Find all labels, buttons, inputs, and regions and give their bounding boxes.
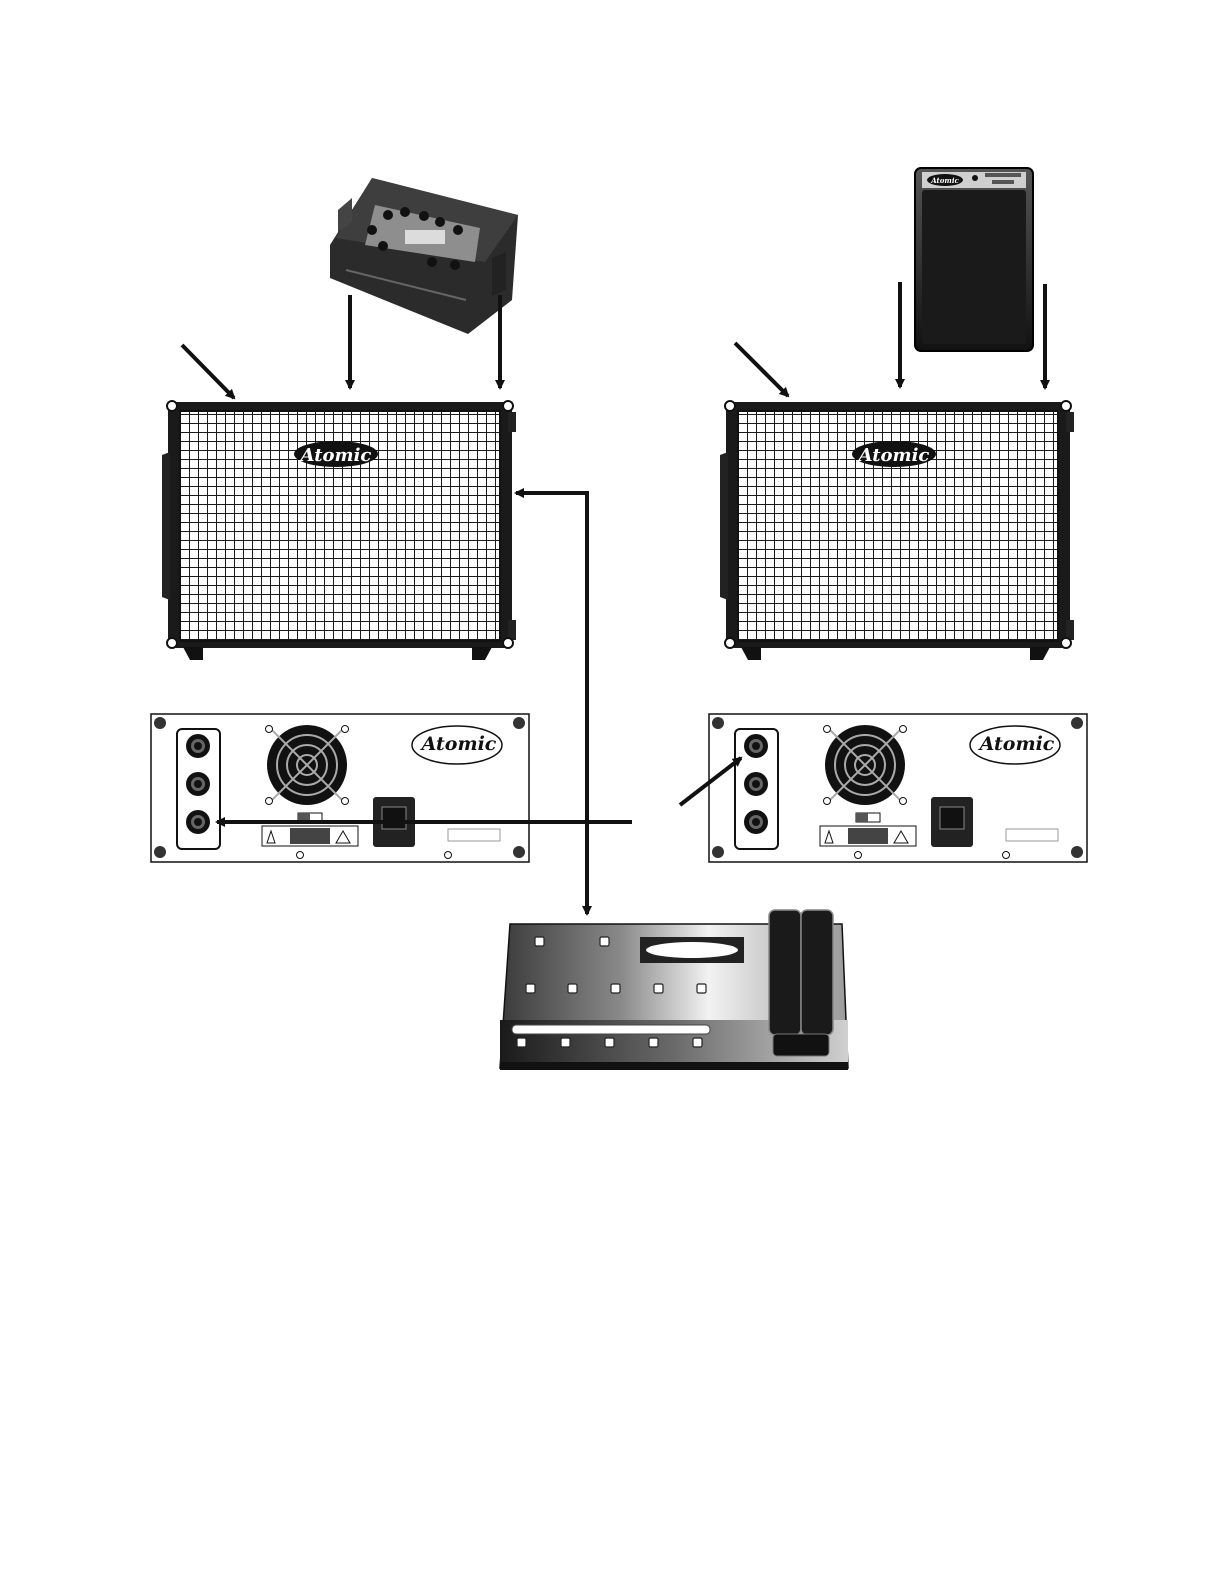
- right-amp-rear-panel: Atomic: [709, 714, 1087, 862]
- left-cabinet-logo: Atomic: [299, 445, 372, 466]
- pod-processor-icon: [330, 178, 518, 334]
- left-speaker-cabinet: Atomic: [162, 401, 516, 660]
- pointer-arrow-left-cabinet: [182, 345, 234, 398]
- right-cabinet-logo: Atomic: [857, 445, 930, 466]
- stomp-pad-logo: Atomic: [930, 176, 959, 185]
- floor-controller: [500, 910, 848, 1070]
- right-speaker-cabinet: Atomic: [720, 401, 1074, 660]
- right-input-jacks: [744, 734, 768, 834]
- left-fan: [266, 725, 349, 805]
- controller-to-left-cabinet-arrow: [516, 493, 587, 560]
- left-panel-logo: Atomic: [420, 733, 497, 755]
- pointer-arrow-right-cabinet: [735, 343, 788, 396]
- left-amp-rear-panel: Atomic: [151, 714, 529, 862]
- right-panel-logo: Atomic: [978, 733, 1055, 755]
- expression-pedals: [769, 910, 833, 1056]
- right-fan: [824, 725, 907, 805]
- stomp-pad-icon: Atomic: [915, 168, 1033, 351]
- left-input-jacks: [186, 734, 210, 834]
